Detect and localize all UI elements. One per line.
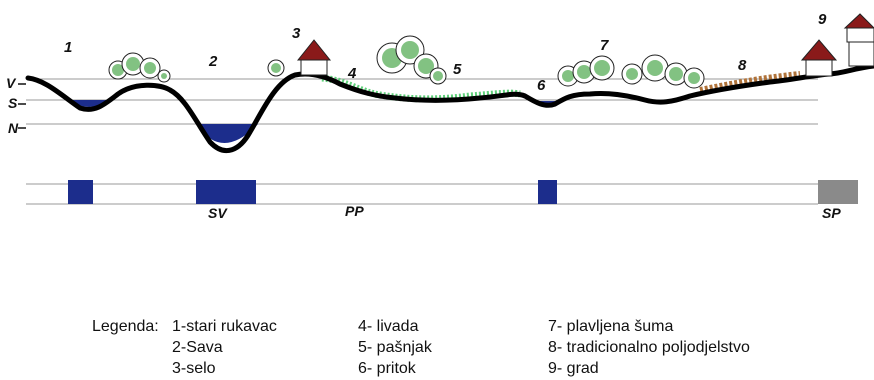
site-number-7: 7 [600,37,609,54]
site-number-5: 5 [453,61,462,78]
legend-item-9: 9- grad [548,360,599,377]
sava-water [196,124,258,143]
legend-item-8: 8- tradicionalno poljodjelstvo [548,339,750,356]
strip-label-sv: SV [208,205,228,221]
strip-block-oxbow [68,180,93,204]
site-number-1: 1 [64,39,72,56]
legend-item-1: 1-stari rukavac [172,318,277,335]
site-number-2: 2 [208,53,218,70]
legend-title: Legenda: [92,318,159,335]
tree-group-7 [557,54,705,89]
town-buildings [800,13,874,77]
legend-item-5: 5- pašnjak [358,339,432,356]
village-house [296,39,332,76]
site-number-8: 8 [738,57,747,74]
level-label-n: N [8,120,19,136]
level-label-s: S [8,95,18,111]
level-label-v: V [6,75,17,91]
strip-block-town [818,180,858,204]
legend-item-7: 7- plavljena šuma [548,318,674,335]
strip-block-sava [196,180,256,204]
strip-label-pp: PP [345,203,364,219]
field-strip [699,71,801,93]
ground-profile-line [25,63,874,154]
strip-label-sp: SP [822,205,841,221]
site-number-3: 3 [292,25,301,42]
legend-item-3: 3-selo [172,360,216,377]
site-number-6: 6 [537,77,546,94]
tree-group-1 [108,52,171,83]
legend-item-6: 6- pritok [358,360,416,377]
strip-block-tributary [538,180,557,204]
tree-group-5 [376,35,447,85]
site-number-9: 9 [818,11,827,28]
legend-item-4: 4- livada [358,318,419,335]
legend-item-2: 2-Sava [172,339,223,356]
tree-group-3 [267,59,285,77]
site-number-4: 4 [347,65,357,82]
